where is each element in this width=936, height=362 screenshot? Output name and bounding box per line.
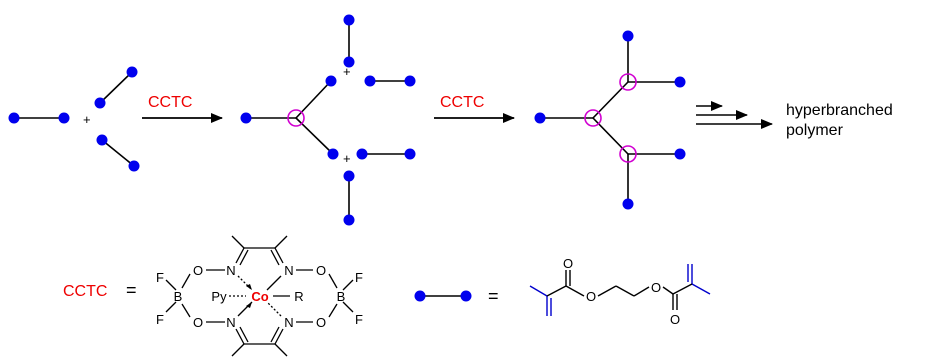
- ethylene-glycol-dimethacrylate-structure: O O O O: [529, 256, 711, 327]
- carbonyl-oxygen-left: O: [563, 256, 573, 271]
- branch-point-circle: [287, 109, 305, 127]
- oxygen-atom-top-right: O: [316, 263, 326, 278]
- multistep-arrows: [696, 101, 773, 129]
- boron-atom-right: B: [337, 289, 346, 304]
- ester-oxygen-left: O: [586, 289, 596, 304]
- oxygen-atom-bottom-right: O: [316, 315, 326, 330]
- dimer-structure: [94, 66, 140, 172]
- nitrogen-atom-top-left: N: [226, 263, 235, 278]
- product-label-line1: hyperbranched: [786, 102, 893, 119]
- carbonyl-oxygen-right: O: [670, 312, 680, 327]
- monomer-dimethacrylate: [8, 112, 70, 124]
- cctc-label-arrow1: CCTC: [148, 94, 192, 111]
- alkyl-ligand-label: R: [294, 289, 303, 304]
- monomer-symbol: [414, 290, 472, 302]
- cobalt-atom: Co: [251, 289, 268, 304]
- cctc-label-arrow2: CCTC: [440, 94, 484, 111]
- oxygen-atom-bottom-left: O: [193, 315, 203, 330]
- fluorine-atom-right-bottom: F: [355, 312, 363, 327]
- product-label-line2: polymer: [786, 122, 844, 139]
- equals-sign-cctc: =: [126, 280, 137, 300]
- plus-sign-lower: +: [343, 151, 351, 166]
- boron-atom-left: B: [174, 289, 183, 304]
- branched-product: [534, 30, 686, 210]
- fluorine-atom-left-top: F: [156, 270, 164, 285]
- ester-oxygen-right: O: [651, 280, 661, 295]
- plus-sign-upper: +: [343, 64, 351, 79]
- equals-sign-monomer: =: [488, 286, 499, 306]
- fluorine-atom-right-top: F: [355, 270, 363, 285]
- fluorine-atom-left-bottom: F: [156, 312, 164, 327]
- cctc-label-definition: CCTC: [63, 283, 107, 300]
- plus-sign: +: [83, 112, 91, 127]
- oxygen-atom-top-left: O: [193, 263, 203, 278]
- pyridine-ligand-label: Py: [211, 289, 227, 304]
- nitrogen-atom-bottom-left: N: [226, 315, 235, 330]
- cobaloxime-bf2-structure: N N N N O O O O B B F F F F Py Co R: [156, 235, 363, 357]
- nitrogen-atom-top-right: N: [284, 263, 293, 278]
- intermediate-structure: [240, 14, 416, 226]
- nitrogen-atom-bottom-right: N: [284, 315, 293, 330]
